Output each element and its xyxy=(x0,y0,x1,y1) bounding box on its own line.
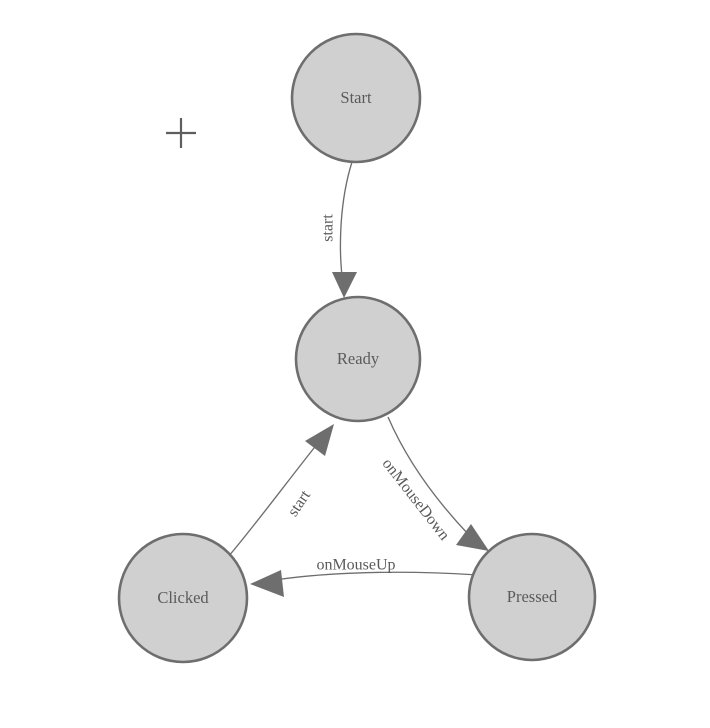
edge-ready-to-pressed[interactable]: onMouseDown xyxy=(379,416,489,551)
node-label-ready: Ready xyxy=(337,349,380,368)
node-clicked[interactable]: Clicked xyxy=(117,532,249,664)
edge-clicked-to-ready[interactable]: start xyxy=(227,424,334,558)
node-circle-pressed[interactable] xyxy=(467,532,597,662)
edge-label-start-to-ready: start xyxy=(320,214,337,242)
node-label-pressed: Pressed xyxy=(507,587,558,606)
edge-path-clicked-to-ready xyxy=(227,442,319,558)
plus-marker-icon xyxy=(166,118,196,148)
arrowhead-ready-to-pressed xyxy=(456,524,489,551)
edge-path-start-to-ready xyxy=(339,161,353,285)
node-start[interactable]: Start xyxy=(290,32,422,164)
edge-label-clicked-to-ready: start xyxy=(285,487,315,520)
node-ready[interactable]: Ready xyxy=(294,295,422,423)
edge-label-pressed-to-clicked: onMouseUp xyxy=(316,557,395,574)
arrowhead-pressed-to-clicked xyxy=(250,570,284,597)
edge-start-to-ready[interactable]: start xyxy=(320,161,357,298)
node-circle-ready[interactable] xyxy=(294,295,422,423)
node-circle-start[interactable] xyxy=(290,32,422,164)
node-label-start: Start xyxy=(340,88,372,107)
node-label-clicked: Clicked xyxy=(157,588,209,607)
node-circle-clicked[interactable] xyxy=(117,532,249,664)
node-pressed[interactable]: Pressed xyxy=(467,532,597,662)
arrowhead-start-to-ready xyxy=(332,272,357,298)
edge-path-ready-to-pressed xyxy=(387,416,470,536)
arrowhead-clicked-to-ready xyxy=(305,424,334,456)
